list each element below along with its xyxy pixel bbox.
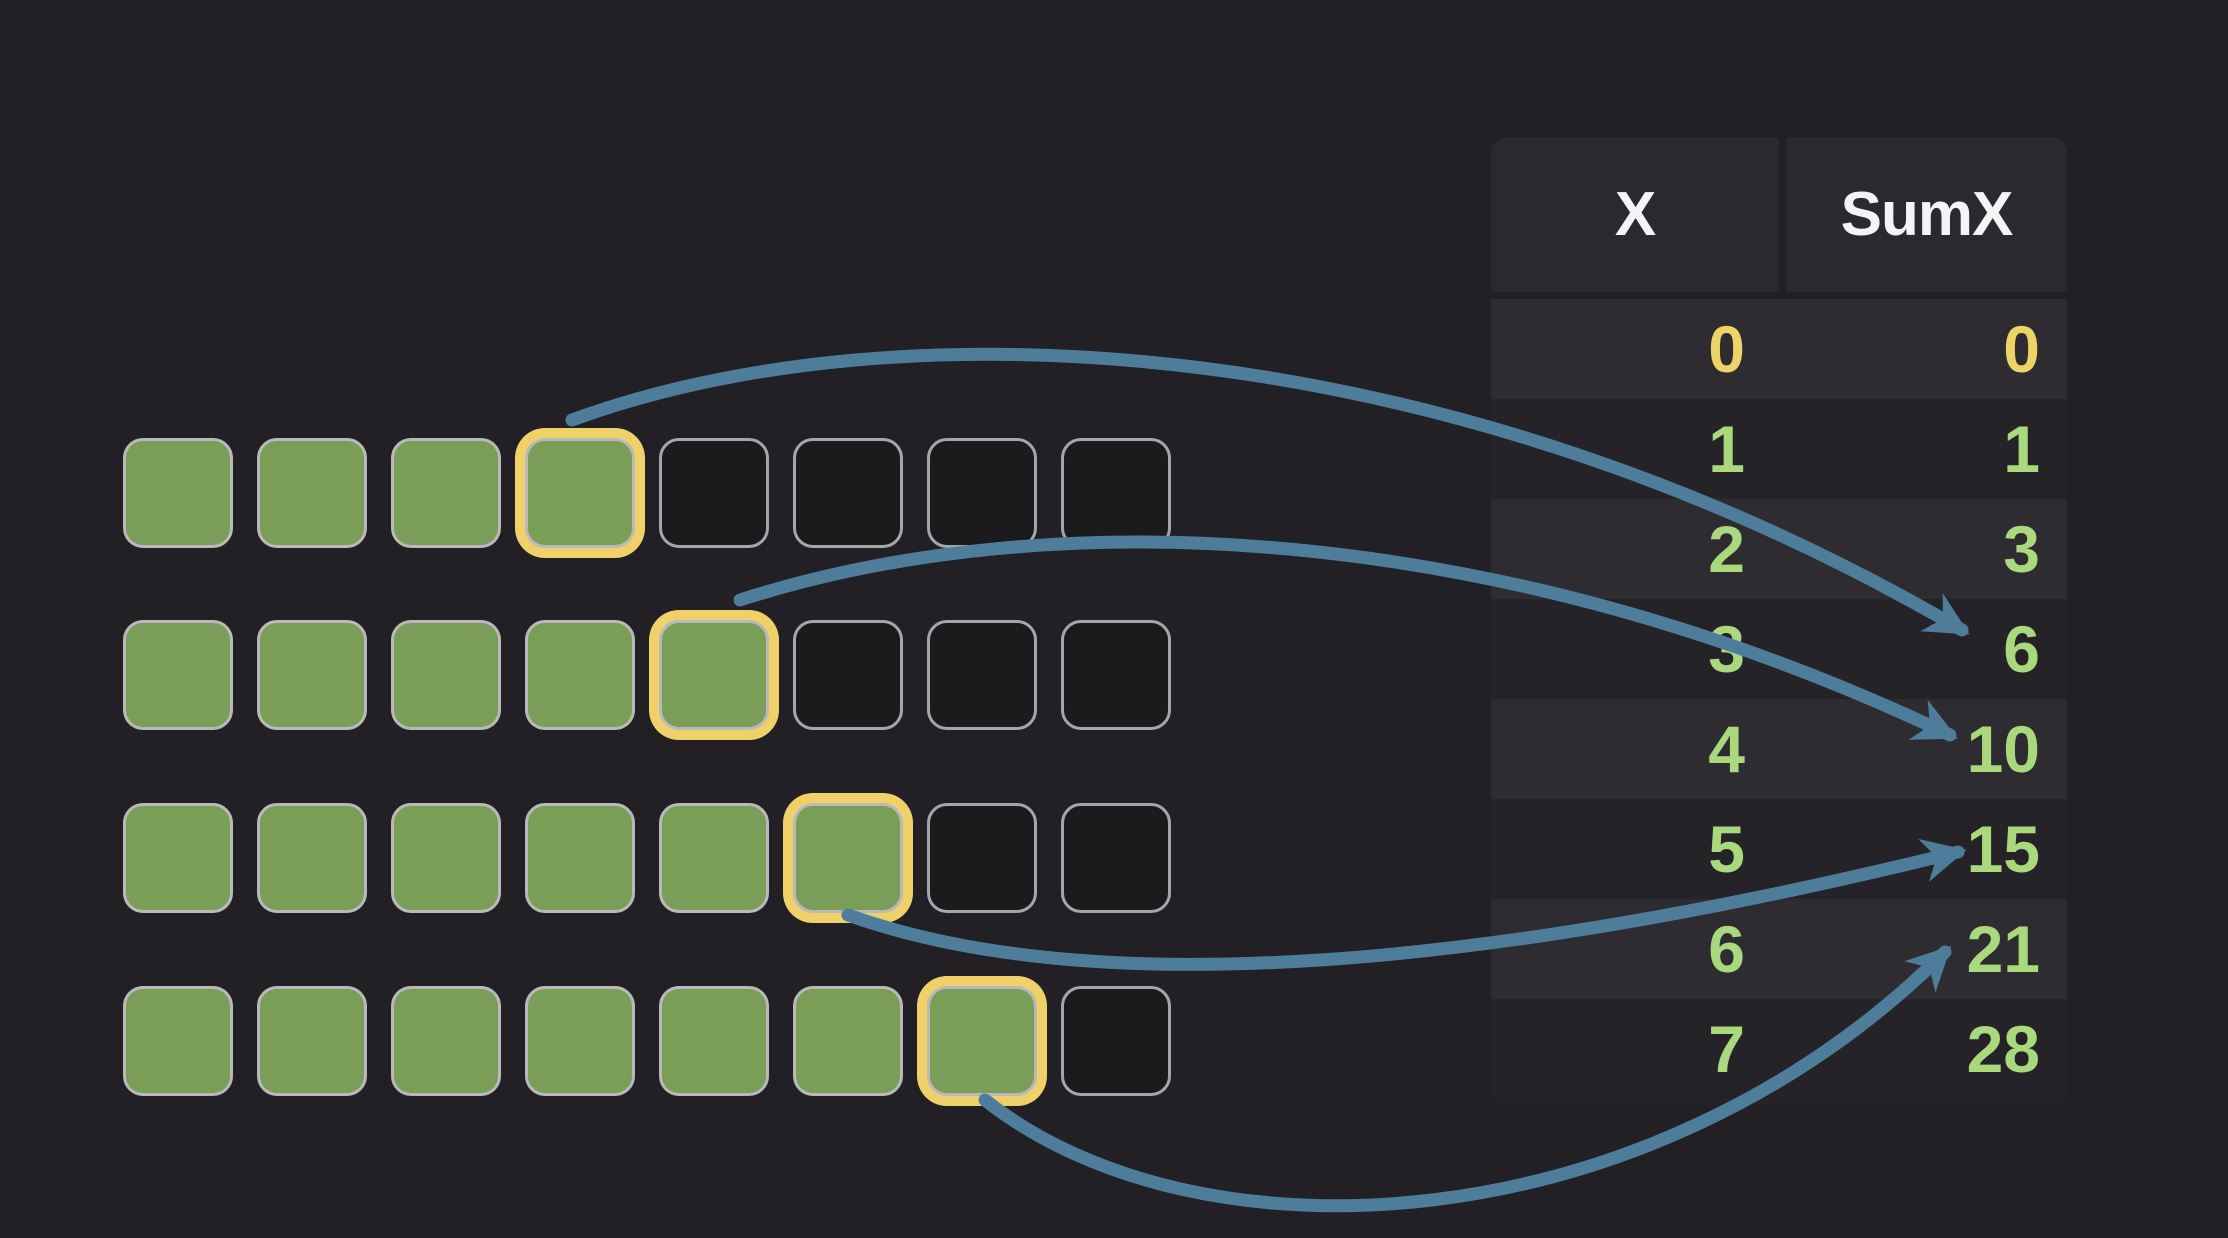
unit-square-empty [659,438,769,548]
unit-square-filled [123,803,233,913]
cell-x: 2 [1708,512,1745,586]
cell-sumx: 15 [1966,812,2040,886]
unit-square-empty [927,438,1037,548]
unit-square-empty [793,438,903,548]
unit-square-filled [257,803,367,913]
unit-square-empty [1061,986,1171,1096]
unit-square-highlighted [659,620,769,730]
cell-x: 4 [1708,712,1745,786]
cell-sumx: 3 [2003,512,2040,586]
unit-square-filled [391,803,501,913]
table-row: 5 15 [1491,799,2067,899]
cell-x: 0 [1708,312,1745,386]
unit-square-empty [793,620,903,730]
unit-square-filled [257,438,367,548]
unit-square-filled [525,803,635,913]
unit-square-filled [257,620,367,730]
unit-square-filled [123,986,233,1096]
table-row: 6 21 [1491,899,2067,999]
cell-sumx: 21 [1966,912,2040,986]
unit-square-highlighted [525,438,635,548]
unit-square-empty [927,803,1037,913]
unit-square-filled [525,986,635,1096]
unit-square-empty [1061,438,1171,548]
table-header-sumx: SumX [1786,137,2067,292]
table-header-x: X [1491,137,1779,292]
unit-square-empty [1061,803,1171,913]
cell-x: 6 [1708,912,1745,986]
unit-square-filled [659,803,769,913]
unit-square-filled [525,620,635,730]
unit-square-filled [391,438,501,548]
cell-sumx: 10 [1966,712,2040,786]
unit-square-filled [123,438,233,548]
unit-square-filled [391,620,501,730]
table-row: 7 28 [1491,999,2067,1099]
cell-x: 1 [1708,412,1745,486]
table-header-row: X SumX [1491,137,2067,292]
cell-sumx: 0 [2003,312,2040,386]
cell-x: 3 [1708,612,1745,686]
unit-square-highlighted [793,803,903,913]
unit-square-filled [123,620,233,730]
unit-square-filled [257,986,367,1096]
cell-sumx: 6 [2003,612,2040,686]
unit-square-empty [927,620,1037,730]
unit-square-highlighted [927,986,1037,1096]
unit-square-filled [391,986,501,1096]
cell-x: 7 [1708,1012,1745,1086]
unit-square-filled [793,986,903,1096]
unit-square-filled [659,986,769,1096]
cell-sumx: 28 [1966,1012,2040,1086]
unit-square-empty [1061,620,1171,730]
cell-sumx: 1 [2003,412,2040,486]
table-row: 4 10 [1491,699,2067,799]
cell-x: 5 [1708,812,1745,886]
